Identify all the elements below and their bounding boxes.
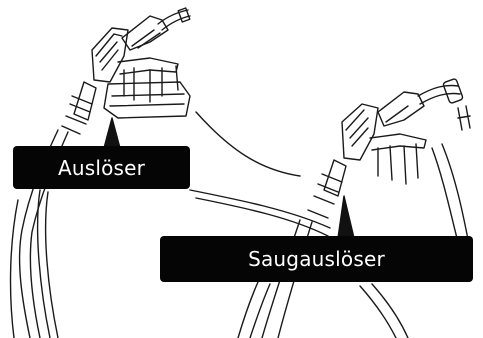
left-spray-gun — [9, 7, 191, 338]
suction-trigger-label-text: Saugauslöser — [248, 247, 385, 271]
connecting-hose — [189, 189, 331, 229]
trigger-label: Auslöser — [13, 146, 190, 189]
suction-trigger-label: Saugauslöser — [160, 236, 473, 282]
trigger-label-text: Auslöser — [57, 155, 146, 180]
